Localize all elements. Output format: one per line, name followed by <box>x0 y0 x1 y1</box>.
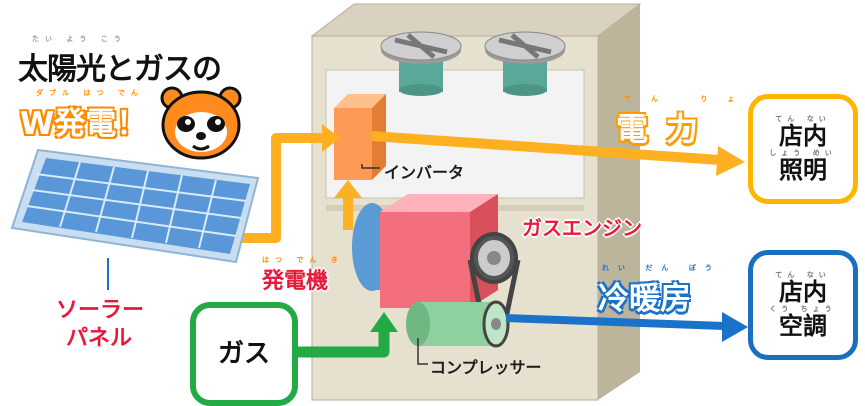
lighting-ruby-1: てん ない <box>775 115 831 123</box>
solar-panel-icon <box>10 148 260 290</box>
arrow-head <box>322 124 340 152</box>
title-ruby: たい よう こう <box>32 35 127 43</box>
inverter-block <box>334 94 386 180</box>
lighting-line-2: 照明 <box>779 156 827 184</box>
gas-source-box: ガス <box>190 302 298 406</box>
solar-panel-label-1: ソーラー <box>56 298 145 323</box>
heating-cooling-arrow <box>505 312 748 342</box>
gas-engine-label: ガスエンジン <box>522 216 642 240</box>
inverter-leader <box>361 164 380 169</box>
tanuki-mascot-icon <box>160 86 242 160</box>
electricity-label: 電力 <box>616 110 717 148</box>
lighting-ruby-2: しょう めい <box>769 149 837 157</box>
target-aircon-box: てん ない 店内 くう ちょう 空調 <box>748 250 858 360</box>
compressor-block <box>406 300 510 348</box>
arrow-head <box>716 146 745 176</box>
solar-panel-label-2: パネル <box>66 326 133 351</box>
heating-cooling-ruby: れい だん ぼう <box>602 264 721 272</box>
lighting-line-1: 店内 <box>779 122 827 150</box>
gas-arrow <box>288 312 398 358</box>
w-hatsuden-heading: W発電！ <box>19 105 148 143</box>
page-title: 太陽光とガスの <box>18 52 222 87</box>
aircon-ruby-1: てん ない <box>775 271 831 279</box>
belt-pulley <box>467 232 521 319</box>
target-lighting-box: てん ない 店内 しょう めい 照明 <box>748 94 858 204</box>
compressor-label: コンプレッサー <box>430 358 542 377</box>
heating-cooling-label: 冷暖房 <box>598 281 691 317</box>
inverter-label: インバータ <box>384 163 465 182</box>
electricity-ruby: でん りょく <box>624 95 782 103</box>
aircon-line-2: 空調 <box>779 312 827 340</box>
electricity-arrow <box>234 131 721 243</box>
aircon-line-1: 店内 <box>779 278 827 306</box>
generator-ruby: はつ でん き <box>262 256 344 264</box>
gas-label: ガス <box>217 339 270 369</box>
w-hatsuden-ruby: ダブル はつ でん <box>36 89 144 97</box>
aircon-ruby-2: くう ちょう <box>769 305 837 313</box>
generator-label: 発電機 <box>262 269 329 294</box>
cooling-fan-icon <box>380 31 462 96</box>
cooling-fan-icon <box>484 31 566 96</box>
compressor-leader <box>417 338 428 365</box>
